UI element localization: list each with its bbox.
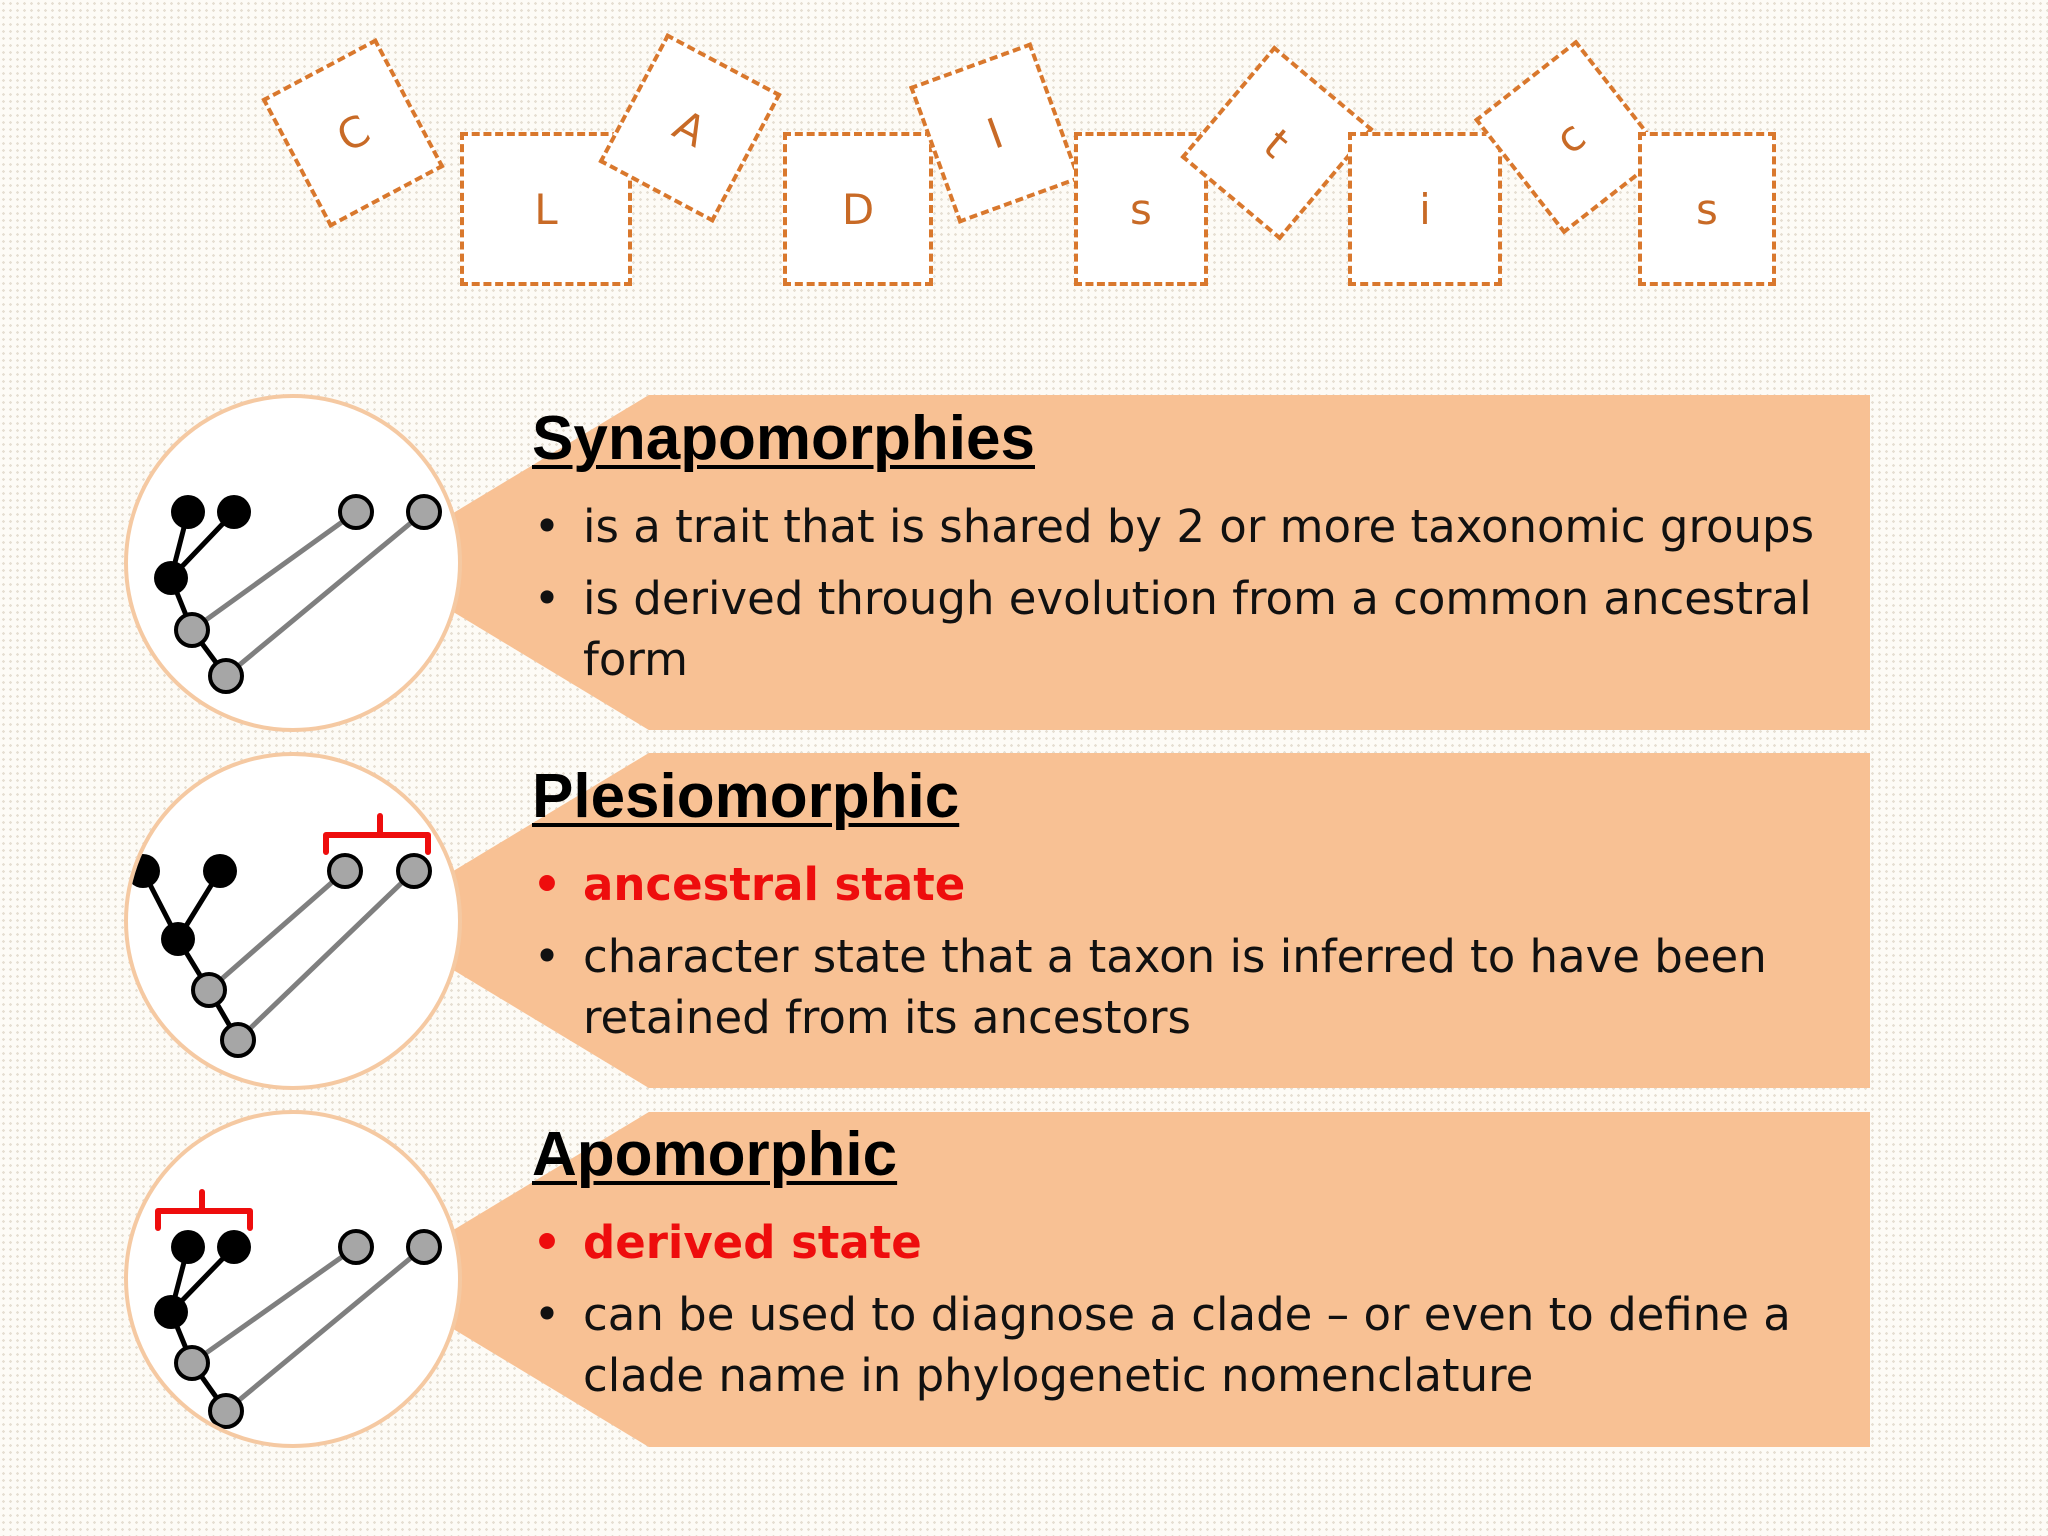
title-tile-t: t (1180, 45, 1374, 241)
title-letter: D (841, 184, 875, 234)
title-letter: t (1254, 118, 1300, 168)
cladogram-icon (154, 494, 442, 694)
bracket-icon (323, 813, 431, 855)
card-synapomorphies: Synapomorphies is a trait that is shared… (532, 403, 1852, 701)
title-letter: i (1419, 184, 1431, 234)
title-letter: C (328, 104, 378, 162)
card-apomorphic: Apomorphic derived state can be used to … (532, 1119, 1852, 1417)
bracket-icon (155, 1189, 253, 1231)
bullet-list: is a trait that is shared by 2 or more t… (532, 496, 1852, 690)
title-tile-d: D (783, 132, 933, 286)
title-tile-s2: s (1638, 132, 1776, 286)
card-heading: Apomorphic (532, 1120, 898, 1189)
title-letter: L (534, 184, 558, 234)
bullet-item: is a trait that is shared by 2 or more t… (532, 496, 1852, 557)
card-icon-circle (124, 394, 462, 732)
bullet-item-highlight: derived state (532, 1212, 1852, 1273)
title-tile-c: C (261, 38, 445, 228)
title-letter: s (1696, 184, 1718, 234)
bullet-item: character state that a taxon is inferred… (532, 926, 1852, 1048)
bullet-item: can be used to diagnose a clade – or eve… (532, 1284, 1852, 1406)
title-letter: I (980, 107, 1010, 159)
bullet-list: derived state can be used to diagnose a … (532, 1212, 1852, 1406)
title-letter: c (1545, 110, 1595, 164)
card-icon-circle (124, 1110, 462, 1448)
title-tile-i2: i (1348, 132, 1502, 286)
title-tile-i: I (908, 42, 1082, 224)
bullet-item: is derived through evolution from a comm… (532, 568, 1852, 690)
bullet-item-highlight: ancestral state (532, 854, 1852, 915)
title-letter: s (1130, 184, 1152, 234)
card-plesiomorphic: Plesiomorphic ancestral state character … (532, 761, 1852, 1059)
title-letter: A (665, 99, 715, 157)
cladogram-icon (154, 1189, 442, 1429)
cladogram-icon (128, 813, 432, 1058)
bullet-list: ancestral state character state that a t… (532, 854, 1852, 1048)
card-heading: Synapomorphies (532, 404, 1035, 473)
card-heading: Plesiomorphic (532, 762, 960, 831)
card-icon-circle (124, 752, 462, 1090)
